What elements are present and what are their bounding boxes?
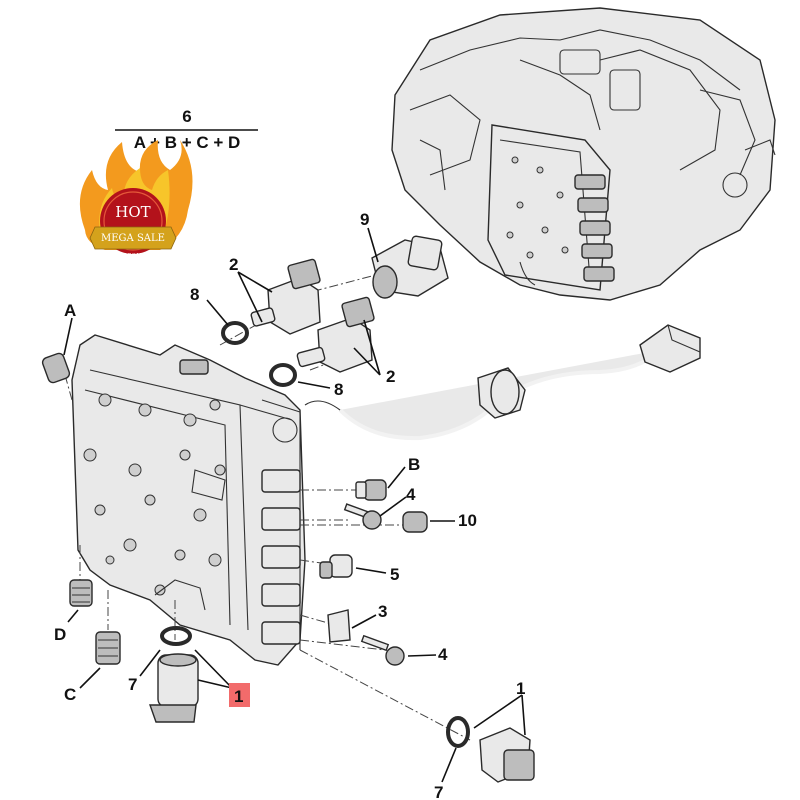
leader-lines: [63, 227, 526, 783]
formula-numerator: 6: [182, 107, 191, 126]
callout-1-box: 1: [234, 687, 243, 706]
solenoid-valve-1-left: [149, 653, 199, 723]
plug-c: [95, 631, 121, 665]
callout-10: 10: [458, 511, 477, 530]
plug-d: [69, 579, 93, 607]
callout-9: 9: [360, 210, 369, 229]
callout-a: A: [64, 301, 76, 320]
plug-10: [402, 511, 428, 533]
bolt-4-bottom: [360, 634, 405, 666]
valve-body: [71, 334, 306, 666]
bolt-4-top: [343, 503, 382, 530]
plug-5: [319, 554, 353, 579]
plug-b: [355, 479, 387, 501]
badge-mega-sale-text: MEGA SALE: [101, 233, 165, 244]
wiring-harness: [304, 324, 701, 441]
solenoid-valve-1-bottom: [479, 727, 535, 783]
o-ring-7-bottom: [446, 716, 470, 748]
callout-7-left: 7: [128, 675, 137, 694]
solenoid-valve-2-middle: [296, 296, 375, 373]
callout-1-highlight: [229, 683, 250, 707]
callout-7-bottom: 7: [434, 783, 443, 800]
callout-2-top: 2: [229, 255, 238, 274]
badge-hot-text: HOT: [115, 203, 150, 221]
formula-denominator: A + B + C + D: [134, 133, 241, 152]
solenoid-valve-2-top: [250, 258, 321, 335]
callout-4-bottom: 4: [438, 645, 448, 664]
badge-ribbon: [89, 226, 177, 250]
callout-5: 5: [390, 565, 399, 584]
callouts: 2 8 9 A 2 8 B 4 10 5 3 4 D C 7 1 1 7: [54, 210, 525, 800]
formula: 6 A + B + C + D: [115, 107, 258, 152]
callout-b: B: [408, 455, 420, 474]
callout-3: 3: [378, 602, 387, 621]
callout-d: D: [54, 625, 66, 644]
solenoid-valve-9: [371, 235, 449, 299]
callout-2-middle: 2: [386, 367, 395, 386]
callout-8-middle: 8: [334, 380, 343, 399]
clip-3: [327, 609, 351, 643]
callout-c: C: [64, 685, 76, 704]
plug-a: [41, 352, 71, 384]
hot-sale-badge: HOT MEGA SALE DISCOUNT: [79, 140, 193, 260]
callout-8-top: 8: [190, 285, 199, 304]
transmission-housing: [391, 7, 776, 301]
o-ring-8-middle: [269, 363, 297, 387]
o-ring-8-top: [221, 321, 249, 345]
callout-1-bottom: 1: [516, 679, 525, 698]
o-ring-7-left: [160, 626, 192, 646]
callout-4-top: 4: [406, 485, 416, 504]
badge-discount-text: DISCOUNT: [115, 253, 150, 260]
